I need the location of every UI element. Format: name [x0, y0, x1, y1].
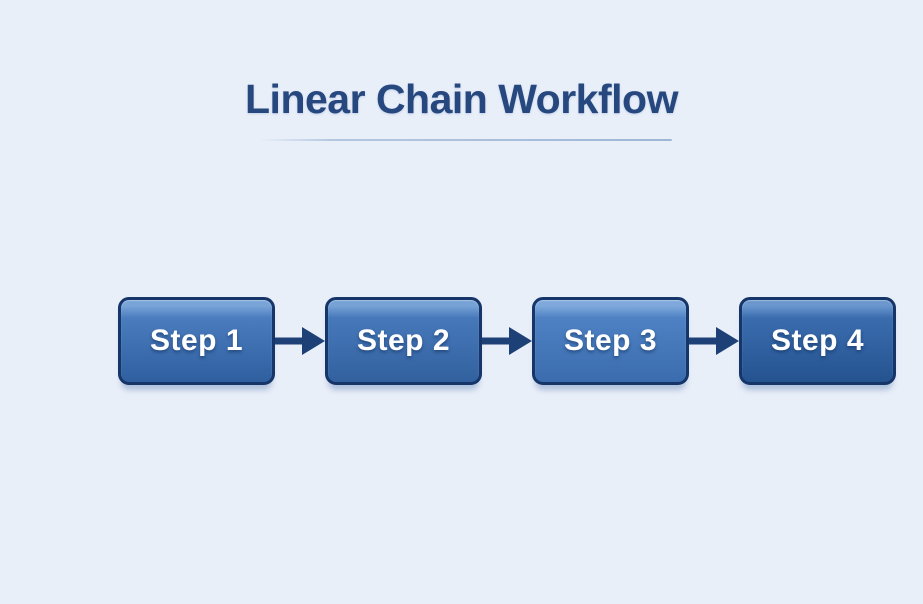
workflow-step-2: Step 2	[325, 297, 482, 385]
arrow-right-icon	[482, 297, 532, 385]
title-underline	[258, 139, 672, 141]
workflow-step-label: Step 3	[563, 324, 658, 357]
arrow-right-icon	[689, 297, 739, 385]
arrow-right-icon	[275, 297, 325, 385]
workflow-step-4: Step 4	[739, 297, 896, 385]
page-title: Linear Chain Workflow	[245, 76, 678, 122]
workflow-step-label: Step 1	[149, 324, 244, 357]
workflow-chain: Step 1 Step 2 Step 3	[118, 297, 896, 385]
workflow-step-label: Step 2	[356, 324, 451, 357]
workflow-step-1: Step 1	[118, 297, 275, 385]
workflow-step-label: Step 4	[770, 324, 865, 357]
workflow-step-3: Step 3	[532, 297, 689, 385]
